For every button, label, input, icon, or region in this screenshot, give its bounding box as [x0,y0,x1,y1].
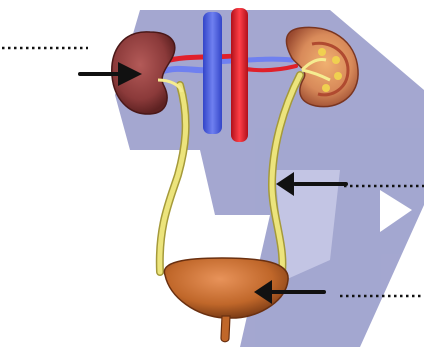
urethra [221,316,230,342]
kidney-pyramid-3 [334,72,342,80]
vein-icon [203,12,222,134]
kidney-pyramid-1 [318,48,326,56]
kidney-pyramid-2 [332,56,340,64]
vena-cava [203,12,222,134]
aorta [231,8,248,142]
kidney-pyramid-4 [322,84,330,92]
right-renal-vein [215,59,292,62]
urethra-icon [221,316,230,342]
artery-icon [231,8,248,142]
